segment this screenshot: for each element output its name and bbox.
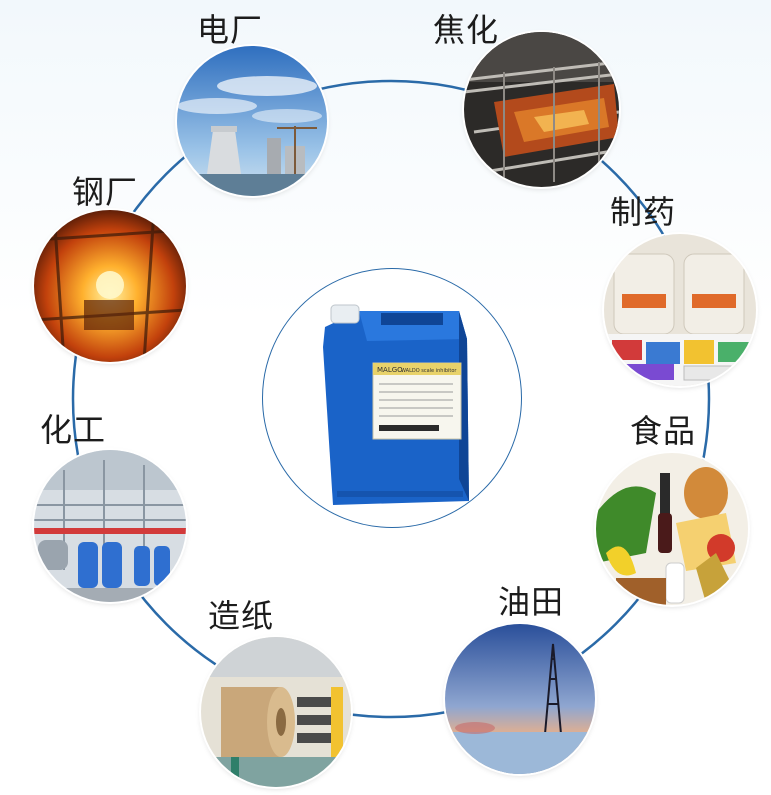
label-coking: 焦化 <box>433 11 500 49</box>
drum-label-title: WALDO scale inhibitor <box>401 368 457 374</box>
food-photo <box>596 453 748 605</box>
oilfield-photo <box>445 624 595 774</box>
power-plant-photo <box>177 46 327 196</box>
label-oilfield: 油田 <box>498 583 565 621</box>
label-power-plant: 电厂 <box>197 11 264 49</box>
drum-label-tag: MALGO <box>377 366 403 374</box>
label-pharma: 制药 <box>610 193 677 231</box>
chemical-photo <box>34 450 186 602</box>
steel-mill-photo <box>34 210 186 362</box>
label-steel-mill: 钢厂 <box>72 173 139 211</box>
label-food: 食品 <box>630 412 697 450</box>
label-chemical: 化工 <box>40 411 107 449</box>
label-paper: 造纸 <box>208 597 275 635</box>
product-drum-image: MALGO WALDO scale inhibitor <box>323 304 469 505</box>
coking-photo <box>464 32 619 187</box>
product-circle: MALGO WALDO scale inhibitor <box>262 268 522 528</box>
paper-photo <box>201 637 351 787</box>
pharma-photo <box>604 234 756 386</box>
